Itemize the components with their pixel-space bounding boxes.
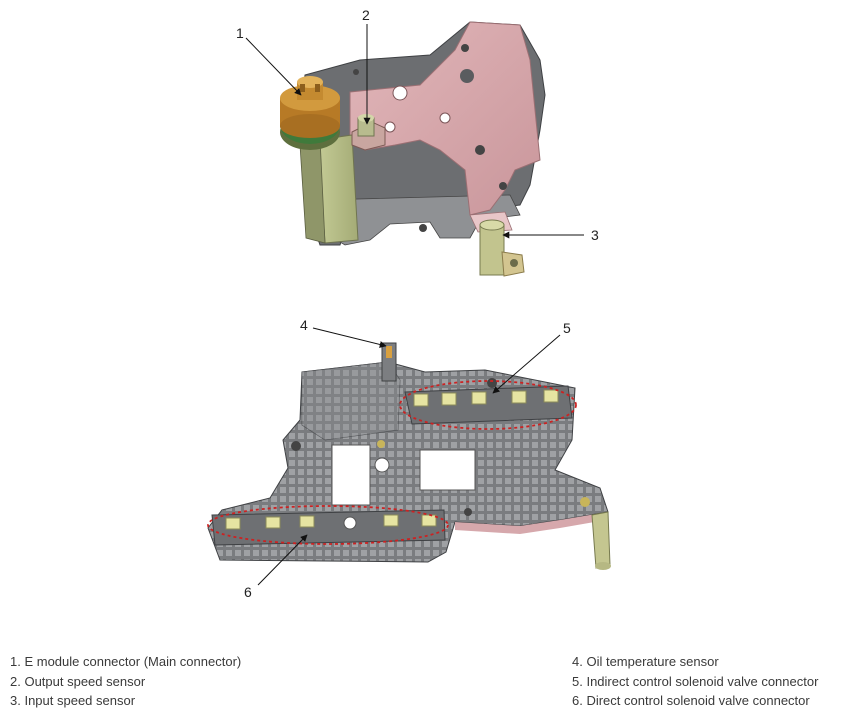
- leader-lines: [245, 24, 584, 586]
- legend-item-3: 3. Input speed sensor: [10, 693, 136, 708]
- legend-right: 4. Oil temperature sensor 5. Indirect co…: [572, 652, 818, 711]
- upper-assembly: [280, 21, 546, 277]
- indirect-connectors-row: [404, 385, 573, 425]
- callout-3: 3: [591, 227, 599, 243]
- legend-item-4: 4. Oil temperature sensor: [572, 654, 719, 669]
- callout-6: 6: [244, 584, 252, 600]
- lower-assembly: [207, 342, 611, 570]
- highlight-ellipse-5: [399, 380, 577, 430]
- oil-temperature-sensor: [381, 342, 397, 382]
- callout-1: 1: [236, 25, 244, 41]
- legend-item-1: 1. E module connector (Main connector): [10, 654, 242, 669]
- leader-5: [492, 334, 561, 394]
- legend-item-5: 5. Indirect control solenoid valve conne…: [572, 673, 819, 689]
- input-speed-sensor: [479, 219, 525, 277]
- leader-6: [257, 534, 308, 586]
- legend-item-6: 6. Direct control solenoid valve connect…: [572, 693, 810, 708]
- highlight-ellipse-6: [207, 505, 449, 545]
- callout-2: 2: [362, 7, 370, 23]
- leader-1: [245, 37, 302, 96]
- module-diagram: 1 2 3 4 5 6: [207, 7, 611, 600]
- direct-connectors-row: [211, 509, 446, 546]
- callout-4: 4: [300, 317, 308, 333]
- callout-5: 5: [563, 320, 571, 336]
- leader-4: [312, 327, 387, 348]
- legend-item-2: 2. Output speed sensor: [10, 673, 146, 689]
- legend-left: 1. E module connector (Main connector) 2…: [10, 652, 241, 711]
